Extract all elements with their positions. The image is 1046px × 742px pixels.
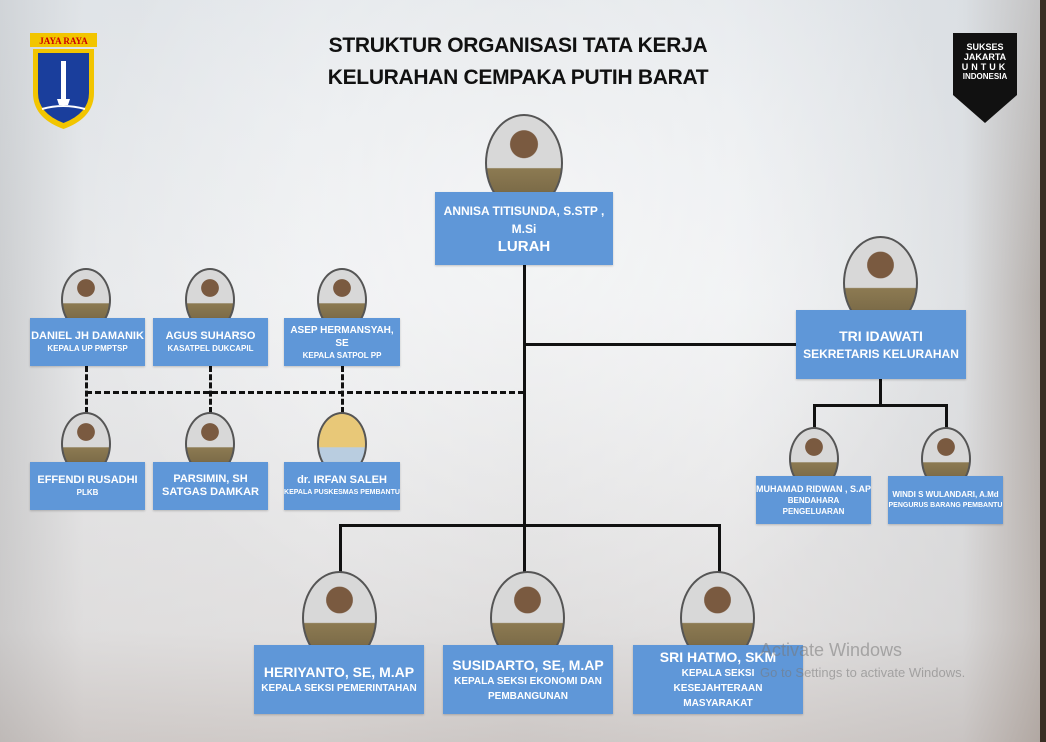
lurah-name: ANNISA TITISUNDA, S.STP , M.Si bbox=[443, 203, 605, 236]
coordination-box: DANIEL JH DAMANIK KEPALA UP PMPTSP bbox=[30, 318, 145, 366]
sekretaris-box: TRI IDAWATI SEKRETARIS KELURAHAN bbox=[796, 310, 966, 379]
coordination-dashed-line bbox=[341, 366, 344, 413]
member-role: KEPALA UP PMPTSP bbox=[47, 344, 128, 353]
connector-line bbox=[339, 524, 342, 574]
member-role: KASATPEL DUKCAPIL bbox=[167, 344, 254, 353]
coordination-box: EFFENDI RUSADHI PLKB bbox=[30, 462, 145, 510]
staff-role: PENGURUS BARANG PEMBANTU bbox=[888, 502, 1003, 509]
coordination-box: ASEP HERMANSYAH, SE KEPALA SATPOL PP bbox=[284, 318, 400, 366]
sekretaris-role: SEKRETARIS KELURAHAN bbox=[803, 346, 959, 361]
connector-line bbox=[523, 524, 526, 574]
member-name: DANIEL JH DAMANIK bbox=[31, 330, 144, 342]
connector-line bbox=[813, 404, 816, 428]
activate-windows-watermark: Activate Windows bbox=[760, 640, 903, 660]
member-name: PARSIMIN, SH bbox=[173, 473, 248, 485]
seksi-role: KEPALA SEKSI KESEJAHTERAAN MASYARAKAT bbox=[673, 668, 763, 709]
member-name: EFFENDI RUSADHI bbox=[37, 474, 138, 486]
connector-line bbox=[879, 379, 882, 406]
activate-windows-hint: Go to Settings to activate Windows. bbox=[760, 665, 966, 680]
coordination-box: AGUS SUHARSO KASATPEL DUKCAPIL bbox=[153, 318, 268, 366]
staff-box: WINDI S WULANDARI, A.Md PENGURUS BARANG … bbox=[888, 476, 1003, 524]
staff-box: MUHAMAD RIDWAN , S.AP BENDAHARA PENGELUA… bbox=[756, 476, 871, 524]
svg-text:JAYA RAYA: JAYA RAYA bbox=[39, 36, 88, 46]
connector-line bbox=[945, 404, 948, 428]
lurah-role: LURAH bbox=[497, 237, 551, 255]
member-name: dr. IRFAN SALEH bbox=[297, 474, 387, 486]
seksi-role: KEPALA SEKSI PEMERINTAHAN bbox=[261, 683, 417, 694]
sekretaris-name: TRI IDAWATI bbox=[839, 327, 923, 344]
connector-line bbox=[718, 524, 721, 574]
coordination-dashed-line bbox=[209, 366, 212, 413]
coordination-dashed-line bbox=[85, 366, 88, 413]
connector-line bbox=[524, 343, 796, 346]
seksi-name: SRI HATMO, SKM bbox=[659, 649, 777, 665]
connector-line bbox=[523, 265, 526, 527]
lurah-box: ANNISA TITISUNDA, S.STP , M.Si LURAH bbox=[435, 192, 613, 265]
frame-edge bbox=[1040, 0, 1046, 742]
connector-line bbox=[339, 524, 721, 527]
coordination-box: dr. IRFAN SALEH KEPALA PUSKESMAS PEMBANT… bbox=[284, 462, 400, 510]
member-role: SATGAS DAMKAR bbox=[162, 486, 259, 498]
seksi-box: HERIYANTO, SE, M.AP KEPALA SEKSI PEMERIN… bbox=[254, 645, 424, 714]
member-name: ASEP HERMANSYAH, SE bbox=[290, 324, 394, 349]
staff-role: BENDAHARA PENGELUARAN bbox=[782, 495, 845, 516]
member-role: PLKB bbox=[76, 488, 99, 497]
member-role: KEPALA SATPOL PP bbox=[302, 350, 382, 360]
title-line-2: KELURAHAN CEMPAKA PUTIH BARAT bbox=[327, 66, 709, 89]
connector-line bbox=[813, 404, 948, 407]
seksi-box: SUSIDARTO, SE, M.AP KEPALA SEKSI EKONOMI… bbox=[443, 645, 613, 714]
seksi-box: SRI HATMO, SKM KEPALA SEKSI KESEJAHTERAA… bbox=[633, 645, 803, 714]
jaya-raya-logo-icon: JAYA RAYA bbox=[30, 33, 97, 130]
staff-name: WINDI S WULANDARI, A.Md bbox=[892, 490, 999, 499]
seksi-role: KEPALA SEKSI EKONOMI DAN PEMBANGUNAN bbox=[454, 675, 602, 702]
coordination-dashed-line bbox=[86, 391, 524, 394]
seksi-name: HERIYANTO, SE, M.AP bbox=[263, 664, 415, 680]
coordination-box: PARSIMIN, SH SATGAS DAMKAR bbox=[153, 462, 268, 510]
staff-name: MUHAMAD RIDWAN , S.AP bbox=[756, 483, 871, 494]
member-name: AGUS SUHARSO bbox=[165, 330, 256, 342]
member-role: KEPALA PUSKESMAS PEMBANTU bbox=[284, 489, 400, 496]
title-line-1: STRUKTUR ORGANISASI TATA KERJA bbox=[328, 34, 708, 57]
seksi-name: SUSIDARTO, SE, M.AP bbox=[452, 656, 604, 673]
